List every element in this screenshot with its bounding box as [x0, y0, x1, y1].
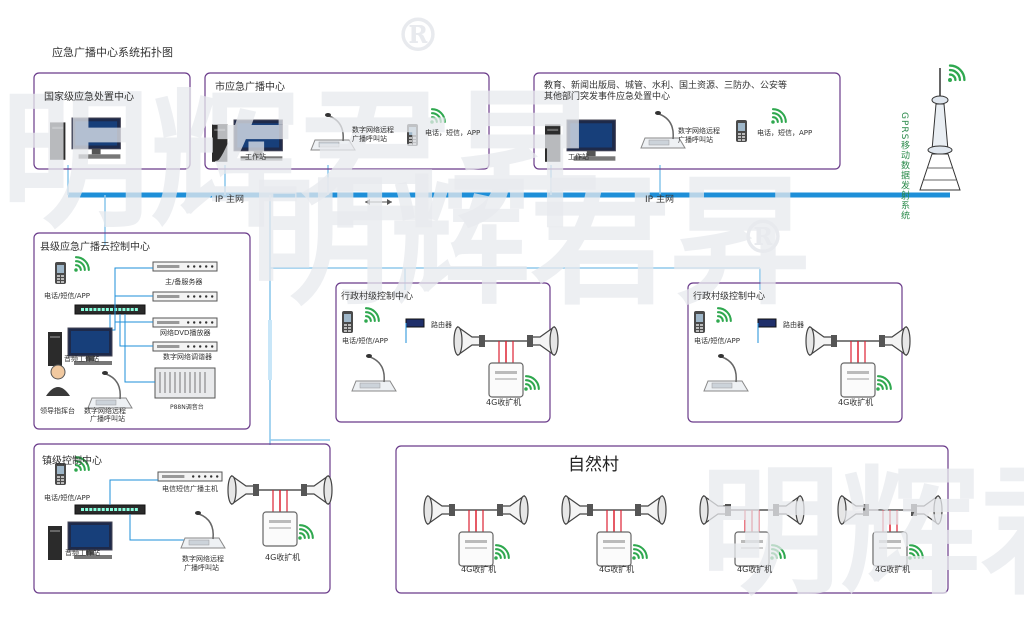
- town-workstation-label: 音频工作站: [65, 549, 100, 557]
- natural-village-amp-label-3: 4G收扩机: [737, 565, 773, 574]
- county-server-label: 主/备服务器: [165, 278, 203, 286]
- dept-workstation-label: 工作站: [568, 153, 589, 161]
- town-phone-label: 电话/短信/APP: [44, 494, 90, 502]
- natural-village-amp-4: [837, 494, 943, 567]
- watermark-reg: ®: [395, 8, 441, 62]
- village-admin-amp-label-2: 4G收扩机: [838, 398, 874, 407]
- village-admin-title-2: 行政村级控制中心: [693, 292, 766, 302]
- county-devices: [46, 256, 218, 409]
- dept-devices: [545, 108, 787, 162]
- village-admin-router-label-2: 路由器: [783, 321, 804, 329]
- national-title: 国家级应急处置中心: [44, 92, 134, 103]
- dept-remote-label-1: 数字网络远程: [678, 127, 720, 135]
- watermark-logo: 明辉君昇: [250, 161, 811, 325]
- town-title: 镇级控制中心: [42, 456, 102, 467]
- box-natural-village: [395, 445, 949, 594]
- county-remote-label-1: 数字网络远程: [84, 407, 126, 415]
- dept-phone-label: 电话，短信，APP: [757, 129, 813, 137]
- county-phone-label: 电话/短信/APP: [44, 292, 90, 300]
- national-workstation: [50, 117, 121, 160]
- county-leader-label: 领导指挥台: [40, 407, 75, 415]
- natural-village-amp-2: [561, 494, 667, 567]
- box-town: [33, 443, 331, 594]
- city-workstation-label: 工作站: [245, 153, 266, 161]
- box-national: [33, 72, 191, 170]
- natural-village-amp-label-4: 4G收扩机: [875, 565, 911, 574]
- ip-bus-label-left: IP 主网: [215, 195, 244, 205]
- dept-title-2: 其他部门突发事件应急处置中心: [544, 92, 671, 102]
- county-workstation-label: 音频工作站: [64, 355, 99, 363]
- city-remote-label-2: 广播呼叫站: [352, 135, 387, 143]
- watermark-logo: 明辉君昇: [700, 451, 1024, 615]
- village-admin-phone-label-1: 电话/短信/APP: [342, 337, 388, 345]
- village-admin-amp-label-1: 4G收扩机: [486, 398, 522, 407]
- natural-village-title: 自然村: [568, 455, 619, 475]
- natural-village-amp-3: [699, 494, 805, 567]
- town-remote-label-2: 广播呼叫站: [184, 564, 219, 572]
- county-title: 县级应急广播云控制中心: [40, 242, 150, 253]
- natural-village-amp-label-1: 4G收扩机: [461, 565, 497, 574]
- gprs-label: GPRS移动数据发射系统: [899, 112, 909, 221]
- box-city: [204, 72, 490, 170]
- city-phone-label: 电话，短信，APP: [425, 129, 481, 137]
- village-admin-router-label-1: 路由器: [431, 321, 452, 329]
- county-dvd-label: 网络DVD播放器: [160, 329, 211, 337]
- box-dept: [533, 72, 841, 170]
- town-amp-label: 4G收扩机: [265, 553, 301, 562]
- natural-village-amp-label-2: 4G收扩机: [599, 565, 635, 574]
- town-device-label: 电信短信广播主机: [162, 485, 218, 493]
- town-remote-label-1: 数字网络远程: [182, 555, 224, 563]
- city-remote-label-1: 数字网络远程: [352, 126, 394, 134]
- natural-village-amp-1: [423, 494, 529, 567]
- box-county: [33, 232, 251, 430]
- village-admin-title-1: 行政村级控制中心: [341, 292, 414, 302]
- gprs-tower: [919, 64, 966, 191]
- village-admin-phone-label-2: 电话/短信/APP: [694, 337, 740, 345]
- page-title: 应急广播中心系统拓扑图: [52, 46, 173, 59]
- city-title: 市应急广播中心: [215, 82, 285, 93]
- ip-bus-label-right: IP 主网: [645, 195, 674, 205]
- dept-title-1: 教育、新闻出版局、城管、水利、国土资源、三防办、公安等: [544, 81, 788, 91]
- village-admin-devices-2: [694, 307, 911, 398]
- watermark-reg: ®: [740, 210, 786, 264]
- city-devices: [212, 108, 446, 162]
- dept-remote-label-2: 广播呼叫站: [678, 136, 713, 144]
- watermark-logo: 明辉君昇: [0, 73, 601, 249]
- county-tuner-label: 数字网络调谐器: [163, 353, 212, 361]
- county-mixer-label: P88N调音台: [170, 404, 204, 411]
- county-remote-label-2: 广播呼叫站: [90, 415, 125, 423]
- village-admin-devices-1: [342, 307, 559, 398]
- town-devices: [48, 456, 333, 560]
